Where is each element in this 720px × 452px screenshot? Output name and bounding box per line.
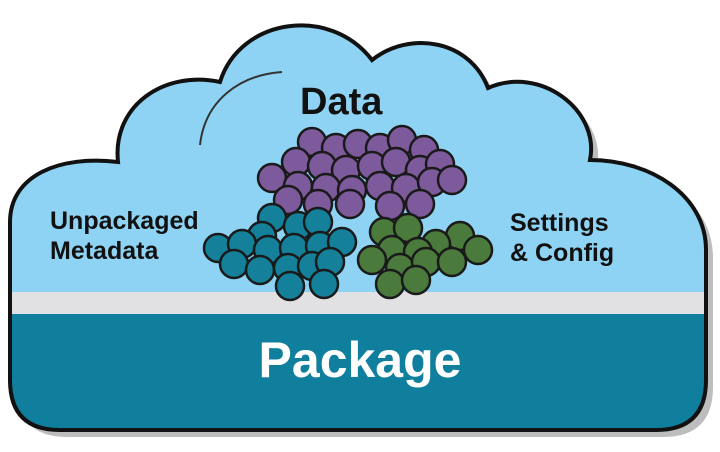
settings-config-label: Settings & Config (510, 208, 614, 268)
settings-bubble-cluster (356, 212, 494, 300)
settings-config-label-line1: Settings (510, 209, 609, 237)
settings-bubble (462, 234, 494, 266)
unpackaged-metadata-label-line2: Metadata (50, 237, 159, 265)
package-label: Package (258, 332, 462, 388)
data-bubble (436, 164, 468, 196)
unpackaged-metadata-label-line1: Unpackaged (50, 207, 199, 235)
settings-config-label-line2: & Config (510, 239, 615, 267)
metadata-bubble-cluster (202, 202, 358, 302)
cloud-highlight-arc (199, 71, 283, 146)
metadata-bubble (274, 270, 306, 302)
data-label: Data (300, 81, 383, 123)
settings-bubble (374, 268, 406, 300)
data-bubble (404, 188, 436, 220)
data-bubble (334, 188, 366, 220)
metadata-bubble (308, 268, 340, 300)
package-band (10, 314, 706, 431)
settings-bubble (400, 264, 432, 296)
metadata-bubble (244, 254, 276, 286)
unpackaged-metadata-label: Unpackaged Metadata (50, 206, 199, 266)
settings-bubble (356, 244, 388, 276)
metadata-bubble (218, 248, 250, 280)
data-bubble-cluster (256, 124, 468, 222)
divider-band (10, 292, 706, 314)
settings-bubble (436, 246, 468, 278)
cloud-outline (8, 23, 708, 432)
